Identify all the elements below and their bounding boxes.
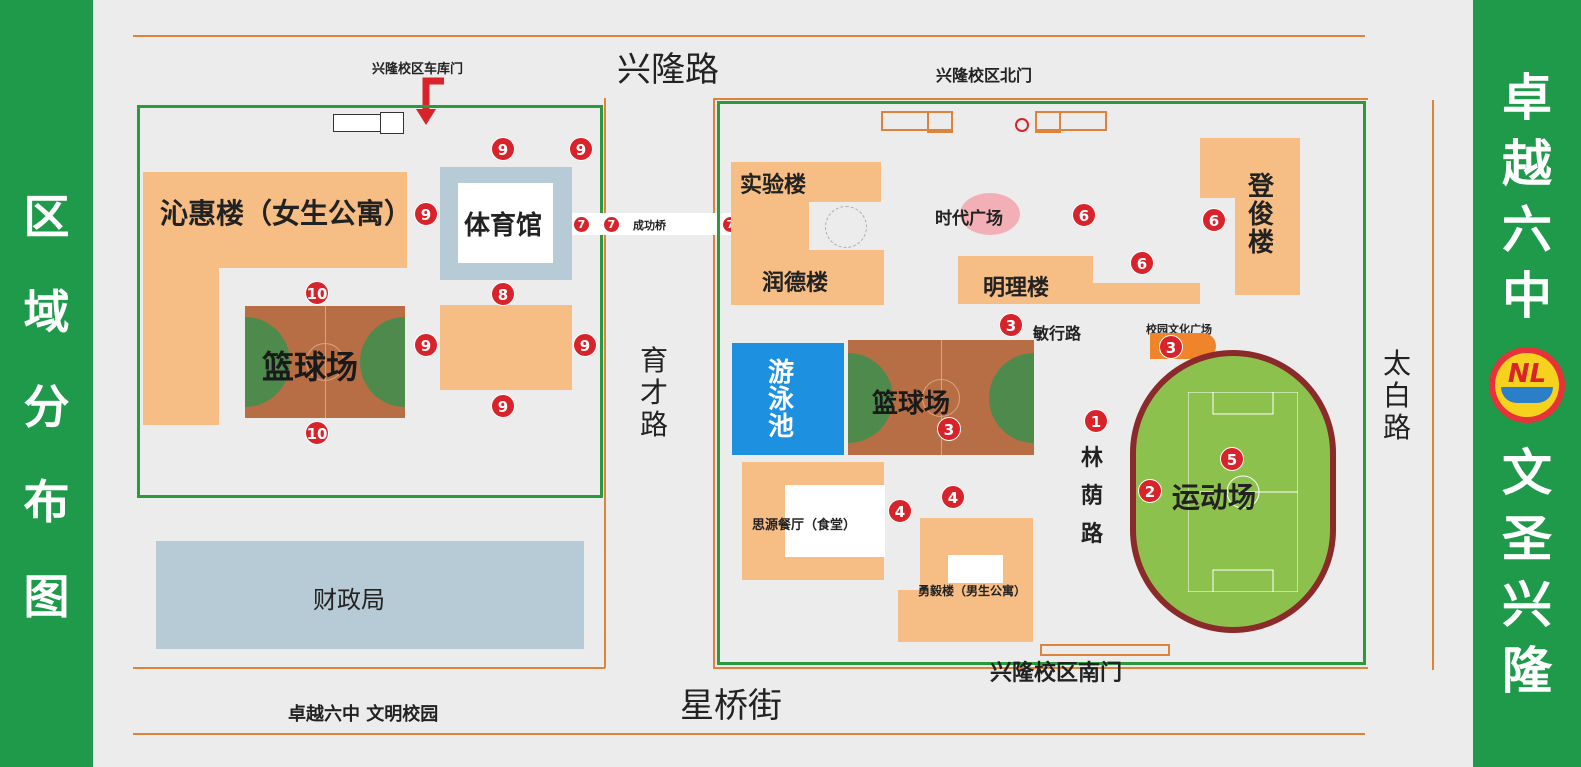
gym-label: 体育馆 [464, 211, 543, 241]
south-street-label: 星桥街 [680, 686, 782, 726]
time-square-label: 时代广场 [935, 209, 1003, 229]
swimming-pool-label: 游 泳 池 [768, 358, 795, 442]
boys-dorm-label: 勇毅楼（男生公寓） [918, 584, 1027, 598]
culture-square-label: 校园文化广场 [1146, 323, 1212, 336]
marker-10: 10 [305, 421, 329, 445]
marker-9: 9 [573, 333, 597, 357]
girls-dorm-label: 沁惠楼（女生公寓） [160, 197, 413, 230]
school-logo: NL [1489, 347, 1565, 423]
middle-street-label: 育 才 路 [640, 344, 669, 441]
marker-5: 5 [1220, 447, 1244, 471]
west-campus-boundary [137, 105, 603, 498]
runde-building [731, 250, 884, 305]
south-gate-structure [1040, 644, 1170, 656]
marker-1: 1 [1084, 409, 1108, 433]
mingli-building-annex [1090, 283, 1200, 304]
marker-6: 6 [1202, 208, 1226, 232]
marker-9: 9 [414, 202, 438, 226]
minxing-road-label: 敏行路 [1033, 324, 1082, 343]
marker-3: 3 [1159, 335, 1183, 359]
garage-gate-booth [380, 112, 404, 134]
mingli-building [958, 256, 1093, 304]
west-basketball-court-label: 篮球场 [262, 348, 359, 386]
garage-gate-label: 兴隆校区车库门 [372, 62, 464, 77]
marker-10: 10 [305, 281, 329, 305]
marker-6: 6 [1072, 203, 1096, 227]
right-banner-title-top: 卓 越 六 中 [1502, 69, 1552, 325]
east-campus-boundary [717, 101, 1366, 665]
north-gate-label: 兴隆校区北门 [936, 66, 1033, 85]
finance-bureau-building [156, 541, 584, 649]
marker-7: 7 [573, 216, 590, 233]
west-block-right-line [604, 98, 606, 668]
mingli-building-label: 明理楼 [983, 276, 1050, 301]
north-gate-east-booth [1035, 111, 1061, 133]
east-road-line [1432, 100, 1434, 670]
marker-7: 7 [603, 216, 620, 233]
dengjun-building [1235, 138, 1300, 295]
lab-courtyard-circle [825, 206, 867, 248]
marker-6: 6 [1130, 251, 1154, 275]
marker-9: 9 [414, 333, 438, 357]
canteen-hall [785, 485, 885, 557]
marker-9: 9 [491, 394, 515, 418]
runde-building-label: 润德楼 [762, 271, 829, 296]
west-campus-caption: 卓越六中 文明校园 [288, 704, 439, 725]
west-basketball-court [245, 306, 405, 418]
north-street-label: 兴隆路 [617, 50, 719, 90]
south-gate-label: 兴隆校区南门 [990, 661, 1123, 686]
marker-3: 3 [937, 417, 961, 441]
school-logo-text: NL [1507, 359, 1547, 389]
finance-bureau-label: 财政局 [313, 586, 385, 614]
east-block-left-line [713, 98, 715, 668]
right-title-banner: 卓 越 六 中 NL 文 圣 兴 隆 [1473, 0, 1581, 767]
west-block-bottom-line [133, 667, 605, 669]
swimming-pool [732, 343, 844, 455]
time-square-plaza [960, 193, 1020, 235]
south-road-line [133, 733, 1365, 735]
garage-gate-structure [333, 114, 383, 132]
left-title-banner: 区 域 分 布 图 [0, 0, 93, 767]
east-basketball-court-label: 篮球场 [872, 389, 951, 419]
right-banner-title-bottom: 文 圣 兴 隆 [1502, 444, 1552, 700]
east-block-bottom-line [713, 667, 1368, 669]
north-gate-west-booth [927, 111, 953, 133]
marker-4: 4 [888, 499, 912, 523]
gym-annex [440, 305, 572, 390]
east-block-top-line [713, 98, 1368, 100]
boys-dorm-wing [898, 590, 928, 642]
bridge-label: 成功桥 [633, 219, 666, 232]
marker-9: 9 [491, 137, 515, 161]
north-road-line [133, 35, 1365, 37]
marker-9: 9 [569, 137, 593, 161]
camera-icon [1015, 118, 1029, 132]
marker-4: 4 [941, 485, 965, 509]
sports-field-label: 运动场 [1172, 481, 1257, 514]
girls-dorm-wing [143, 172, 219, 425]
linyin-road-label: 林 荫 路 [1081, 446, 1104, 547]
marker-2: 2 [1138, 479, 1162, 503]
garage-gate-arrow-icon [416, 77, 444, 125]
east-street-label: 太 白 路 [1383, 347, 1412, 444]
field-markings [1188, 392, 1298, 592]
lab-building-label: 实验楼 [740, 173, 807, 198]
marker-3: 3 [999, 313, 1023, 337]
left-banner-title: 区 域 分 布 图 [23, 190, 70, 624]
gym-building [458, 183, 553, 263]
canteen-label: 思源餐厅（食堂） [752, 518, 857, 533]
dengjun-building-label: 登 俊 楼 [1248, 172, 1275, 258]
boys-dorm-courtyard [948, 555, 1003, 583]
marker-8: 8 [491, 282, 515, 306]
